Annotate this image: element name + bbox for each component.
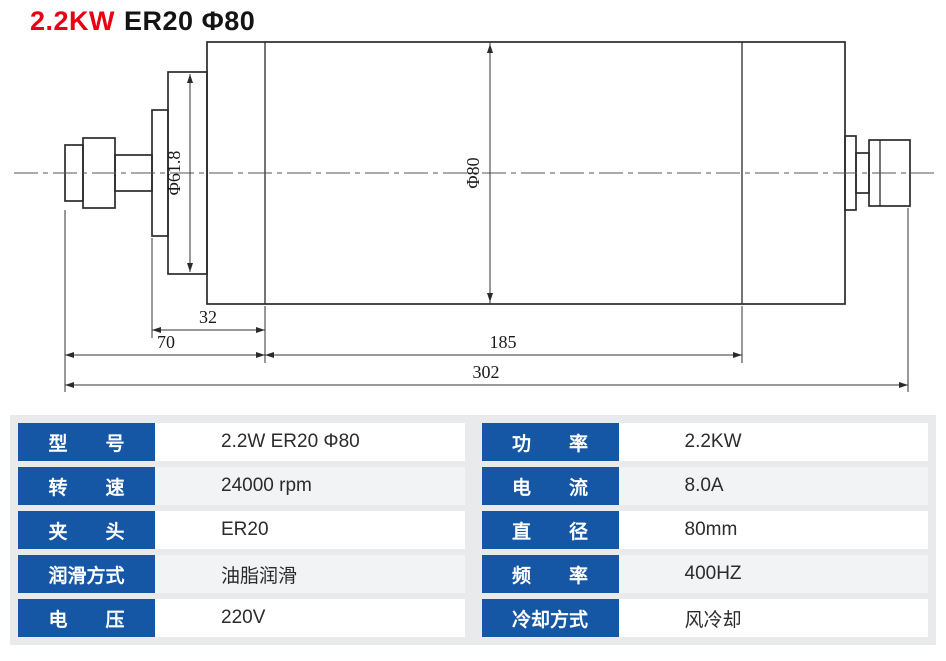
spec-table-right: 功 率 2.2KW 电 流 8.0A 直 径 80mm 频 率 400HZ 冷却… [481,423,928,637]
spec-label-speed: 转 速 [18,467,155,505]
spec-value-frequency: 400HZ [618,555,928,593]
dim-flange-diameter-label: Φ61.8 [164,151,184,196]
page-title: 2.2KW ER20 Φ80 [30,6,255,37]
extension-lines [64,208,909,392]
rear-end-cap [868,139,911,207]
spec-value-power: 2.2KW [618,423,928,461]
spec-value-lubrication: 油脂润滑 [155,555,465,593]
dim-body-diameter-label: Φ80 [463,157,483,188]
dim-flange-diameter: Φ61.8 [164,74,193,272]
spec-label-cooling: 冷却方式 [481,599,619,637]
dim-185-label: 185 [490,332,517,352]
spec-value-voltage: 220V [155,599,465,637]
spec-value-collet: ER20 [155,511,465,549]
spec-label-collet: 夹 头 [18,511,155,549]
spindle-technical-drawing: Φ61.8 Φ80 32 70 [14,41,934,392]
dim-302: 302 [65,362,908,388]
dim-32: 32 [152,307,265,333]
spec-table: 型 号 2.2W ER20 Φ80 转 速 24000 rpm 夹 头 ER20… [10,415,936,645]
dim-70: 70 [65,332,265,358]
spec-value-diameter: 80mm [618,511,928,549]
spec-label-model: 型 号 [18,423,155,461]
dim-302-label: 302 [473,362,500,382]
dim-70-label: 70 [157,332,175,352]
spec-label-diameter: 直 径 [481,511,619,549]
dim-body-diameter: Φ80 [463,42,493,304]
title-model: ER20 Φ80 [124,6,256,36]
spec-table-left: 型 号 2.2W ER20 Φ80 转 速 24000 rpm 夹 头 ER20… [18,423,465,637]
spec-value-cooling: 风冷却 [618,599,928,637]
spec-value-current: 8.0A [618,467,928,505]
spec-label-frequency: 频 率 [481,555,619,593]
spec-label-lubrication: 润滑方式 [18,555,155,593]
spec-label-power: 功 率 [481,423,619,461]
spec-label-voltage: 电 压 [18,599,155,637]
spec-value-speed: 24000 rpm [155,467,465,505]
spec-label-current: 电 流 [481,467,619,505]
dim-32-label: 32 [199,307,217,327]
title-power: 2.2KW [30,6,116,36]
spec-value-model: 2.2W ER20 Φ80 [155,423,465,461]
dim-185: 185 [265,332,742,358]
